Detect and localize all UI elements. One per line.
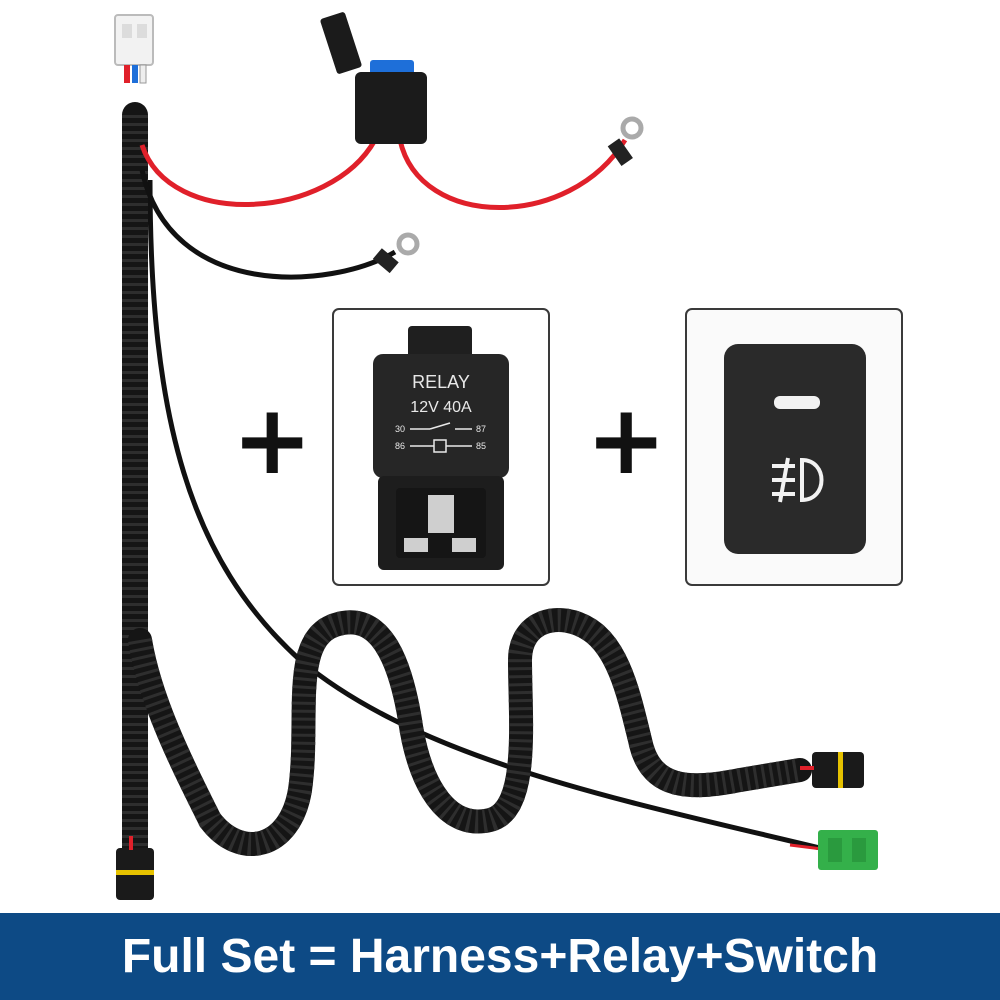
relay-pin-85: 85 (476, 441, 486, 451)
right-loom-connector (800, 752, 864, 788)
relay-rating: 12V 40A (410, 399, 472, 416)
fuse-holder (320, 12, 427, 144)
relay-pin-86: 86 (395, 441, 405, 451)
relay-pin-30: 30 (395, 424, 405, 434)
green-switch-connector (818, 830, 878, 870)
fog-light-icon (772, 457, 824, 503)
banner-text: Full Set = Harness+Relay+Switch (121, 930, 879, 983)
ring-terminal-red (607, 116, 644, 167)
ground-wire (139, 169, 397, 280)
title-banner: Full Set = Harness+Relay+Switch (0, 913, 1000, 1000)
top-white-connector (114, 14, 154, 84)
relay-schematic-icon (410, 422, 472, 453)
plus-sign-left: + (232, 384, 313, 496)
relay-label: RELAY (412, 372, 470, 392)
red-wire-left (139, 138, 378, 207)
bottom-left-connector (116, 836, 154, 900)
relay-pin-87: 87 (476, 424, 486, 434)
relay: RELAY 12V 40A 30 87 86 85 (373, 326, 509, 570)
plus-sign-right: + (586, 384, 667, 496)
red-wire-right (397, 138, 628, 210)
fog-light-switch (724, 344, 866, 554)
ring-terminal-black (372, 232, 420, 274)
